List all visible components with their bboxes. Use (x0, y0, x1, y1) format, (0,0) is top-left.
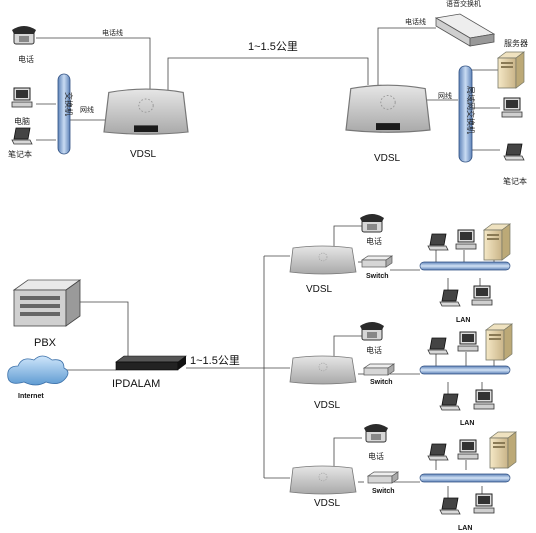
internet-cloud-icon (7, 355, 69, 386)
lan-bus (419, 473, 511, 483)
switch-icon (363, 363, 395, 376)
laptop-icon (427, 233, 449, 251)
switch-icon (367, 471, 399, 484)
branch-phone-label: 电话 (366, 236, 382, 246)
left-pc-label: 电脑 (14, 116, 30, 126)
left-net-line-label: 网线 (80, 105, 94, 114)
left-switch-pipe (57, 73, 71, 155)
server-icon (489, 431, 517, 469)
laptop-icon (503, 143, 525, 161)
server-icon (483, 223, 511, 261)
server-icon (485, 323, 513, 361)
branch-3: VDSL 电话 Switch LAN (289, 423, 517, 532)
branch-lan-label: LAN (460, 420, 474, 427)
computer-icon (11, 87, 33, 108)
laptop-icon (439, 289, 461, 307)
phone-icon (359, 213, 385, 233)
lan-bus (419, 365, 511, 375)
vdsl-modem-icon (289, 355, 357, 385)
vdsl-modem-icon (289, 245, 357, 275)
left-phone-line-label: 电话线 (102, 28, 123, 37)
branch-switch-label: Switch (366, 273, 389, 280)
laptop-icon (439, 393, 461, 411)
vdsl-modem-icon (289, 465, 357, 495)
laptop-icon (427, 337, 449, 355)
branch-phone-label: 电话 (368, 451, 384, 461)
internet-label: Internet (18, 393, 44, 400)
lan-switch-pipe (458, 65, 473, 163)
branch-1: VDSL 电话 Switch LAN (289, 213, 511, 324)
top-distance-label: 1~1.5公里 (248, 40, 298, 53)
right-net-line-label: 网线 (438, 91, 452, 100)
phone-icon (359, 321, 385, 341)
computer-icon (457, 331, 479, 352)
computer-icon (455, 229, 477, 250)
left-phone-label: 电话 (18, 54, 34, 64)
branch-vdsl-label: VDSL (314, 498, 341, 509)
laptop-icon (427, 443, 449, 461)
branch-vdsl-label: VDSL (306, 284, 333, 295)
pbx-server-icon (12, 279, 82, 327)
branch-lan-label: LAN (456, 317, 470, 324)
computer-icon (471, 285, 493, 306)
left-vdsl-label: VDSL (130, 149, 157, 160)
branch-2: VDSL 电话 Switch LAN (289, 321, 513, 427)
ipdalam-label: IPDALAM (112, 378, 160, 390)
computer-icon (473, 389, 495, 410)
computer-icon (473, 493, 495, 514)
branch-switch-label: Switch (370, 379, 393, 386)
right-phone-line-label: 电话线 (405, 17, 426, 26)
computer-icon (457, 439, 479, 460)
bottom-distance-label: 1~1.5公里 (190, 354, 240, 367)
server-icon (497, 51, 525, 89)
server-label: 服务器 (504, 38, 528, 48)
phone-icon (11, 25, 37, 45)
left-switch-label: 交换机 (64, 92, 74, 116)
laptop-icon (439, 497, 461, 515)
branch-lan-label: LAN (458, 525, 472, 532)
voice-switch-label: 语音交换机 (446, 0, 481, 8)
computer-icon (501, 97, 523, 118)
ipdalam-device-icon (115, 355, 187, 371)
branch-vdsl-label: VDSL (314, 400, 341, 411)
laptop-icon (11, 127, 33, 145)
phone-icon (363, 423, 389, 443)
right-laptop-label: 笔记本 (503, 176, 527, 186)
vdsl-modem-icon (345, 84, 431, 133)
voice-switch-icon (434, 13, 496, 47)
vdsl-modem-icon (103, 88, 189, 135)
right-vdsl-label: VDSL (374, 153, 401, 164)
branch-phone-label: 电话 (366, 345, 382, 355)
branch-switch-label: Switch (372, 488, 395, 495)
lan-switch-label: 局域网交换机 (466, 86, 476, 134)
lan-bus (419, 261, 511, 271)
left-laptop-label: 笔记本 (8, 149, 32, 159)
pbx-label: PBX (34, 337, 57, 349)
switch-icon (361, 255, 393, 268)
